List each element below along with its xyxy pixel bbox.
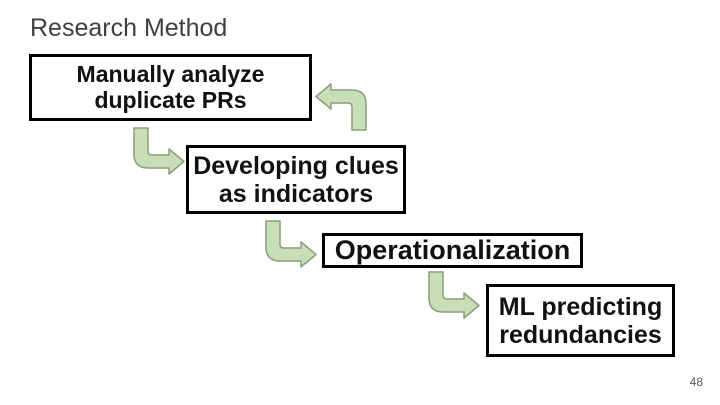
flow-box-developing-clues-label: Developing clues as indicators	[193, 151, 399, 208]
page-number: 48	[689, 375, 703, 389]
flow-box-operationalization: Operationalization	[322, 233, 583, 268]
flow-box-ml-predicting-label: ML predicting redundancies	[498, 292, 663, 349]
flow-box-manually-analyze: Manually analyze duplicate PRs	[29, 54, 312, 121]
flow-box-developing-clues: Developing clues as indicators	[186, 145, 406, 214]
flow-arrow-2-icon	[265, 220, 317, 268]
slide-title: Research Method	[30, 14, 228, 42]
flow-box-operationalization-label: Operationalization	[334, 235, 571, 266]
flow-arrow-3-icon	[428, 271, 480, 319]
flow-box-ml-predicting: ML predicting redundancies	[486, 284, 675, 357]
return-arrow-icon	[315, 83, 367, 131]
flow-arrow-1-icon	[133, 127, 185, 175]
flow-box-manually-analyze-label: Manually analyze duplicate PRs	[76, 60, 265, 113]
